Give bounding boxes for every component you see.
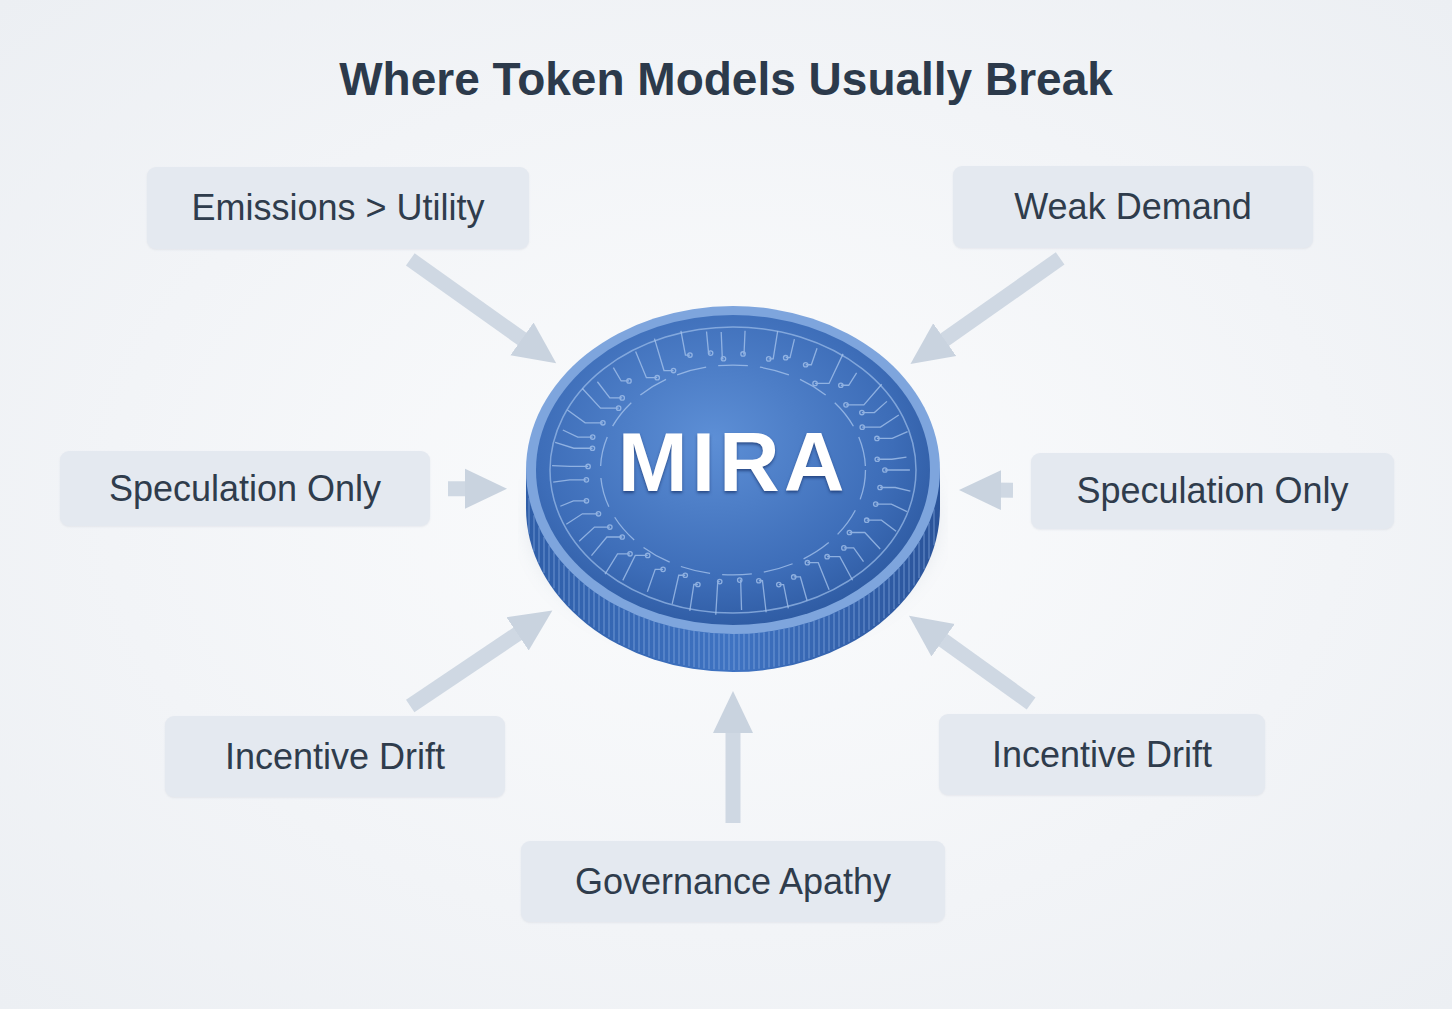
failure-box: Incentive Drift [165, 716, 505, 797]
failure-box: Weak Demand [953, 166, 1313, 248]
arrow-connector [410, 628, 526, 706]
box-label: Governance Apathy [575, 861, 891, 902]
box-label: Incentive Drift [992, 734, 1212, 775]
failure-box: Governance Apathy [521, 841, 945, 922]
arrow-connector [726, 723, 741, 823]
failure-box: Speculation Only [1031, 453, 1394, 529]
coin-label: MIRA [518, 414, 948, 511]
arrow-connector [448, 481, 475, 496]
arrow-connector [410, 259, 530, 344]
box-label: Weak Demand [1014, 186, 1251, 227]
box-label: Speculation Only [1076, 470, 1348, 511]
box-label: Incentive Drift [225, 736, 445, 777]
arrow-connector [935, 634, 1031, 703]
box-label: Emissions > Utility [191, 187, 484, 228]
failure-box: Emissions > Utility [147, 167, 529, 249]
failure-box: Incentive Drift [939, 714, 1265, 795]
token-coin: MIRA [518, 302, 948, 702]
arrow-connector [991, 483, 1013, 498]
arrow-connector [937, 258, 1061, 345]
box-label: Speculation Only [109, 468, 381, 509]
diagram-title: Where Token Models Usually Break [0, 52, 1452, 106]
failure-box: Speculation Only [60, 451, 430, 526]
